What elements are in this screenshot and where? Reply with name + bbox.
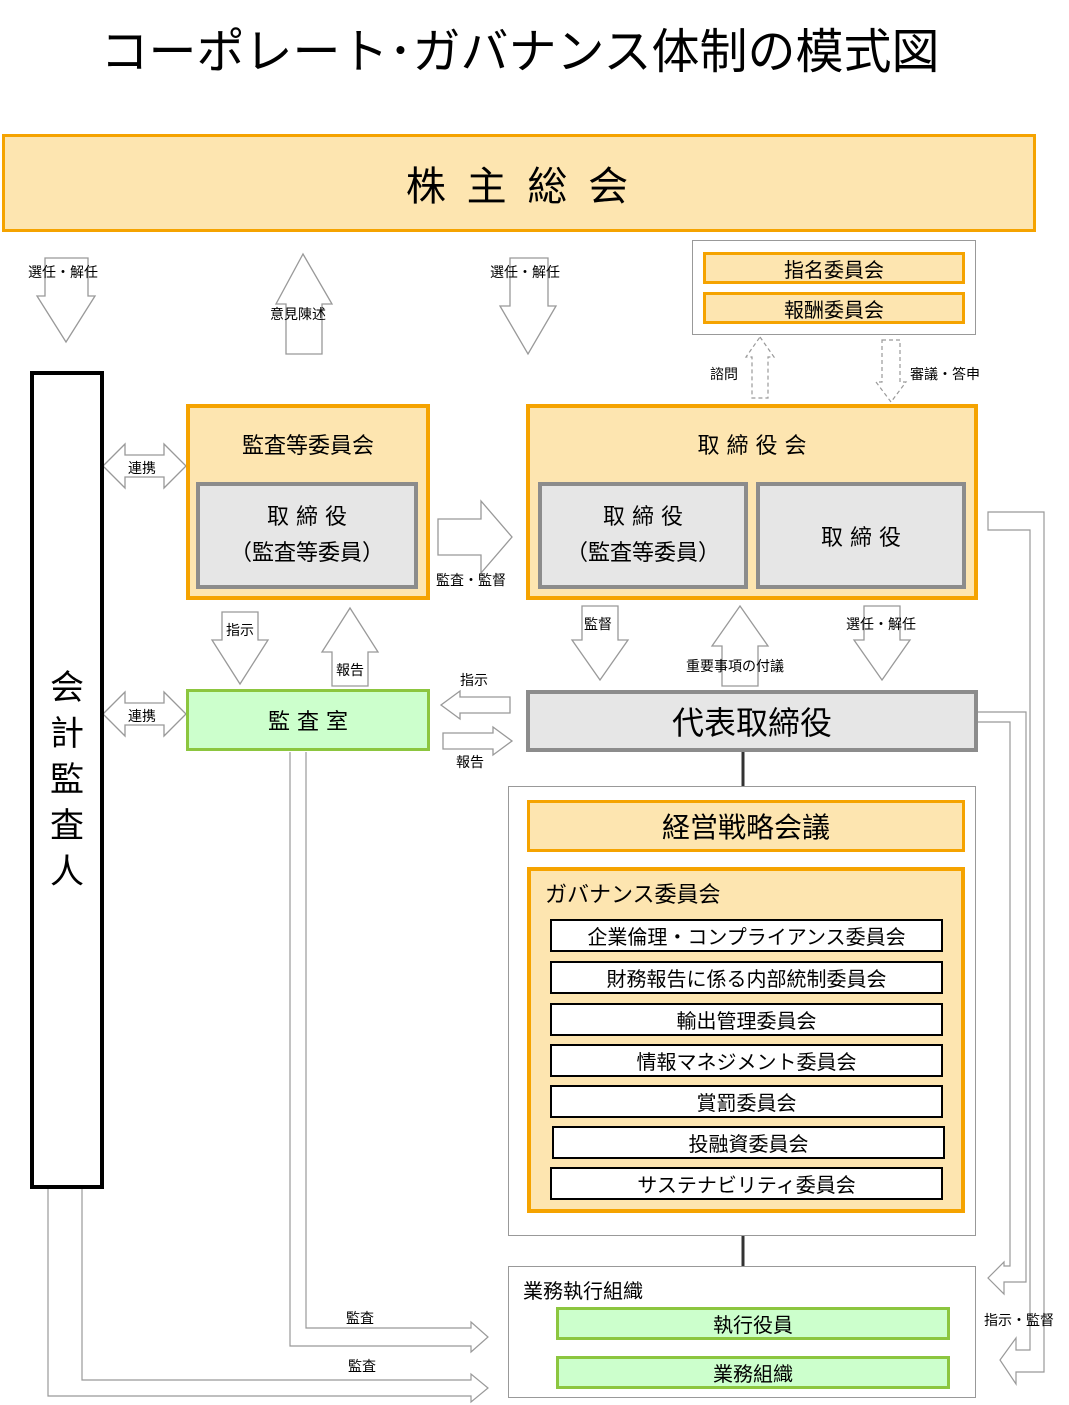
governance-title: ガバナンス委員会	[545, 883, 721, 908]
audit-committee-title: 監査等委員会	[241, 434, 374, 459]
label-elect-mid: 選任・解任	[490, 265, 560, 281]
board-member-audit: 取 締 役 （監査等委員）	[538, 482, 748, 589]
nomination-label: 指名委員会	[784, 257, 884, 282]
label-instruct-supervise: 指示・監督	[984, 1313, 1054, 1329]
arrow-elect-right	[852, 605, 912, 682]
gov-item-internal-control-label: 財務報告に係る内部統制委員会	[606, 967, 887, 991]
label-important-matters: 重要事項の付議	[686, 659, 784, 675]
gov-item-rewards-label: 賞罰委員会	[696, 1091, 797, 1115]
label-instruct-2: 指示	[460, 673, 488, 689]
execution-title: 業務執行組織	[523, 1279, 643, 1303]
label-report-2: 報告	[456, 755, 484, 771]
shareholders-meeting: 株 主 総 会	[2, 134, 1036, 232]
label-elect-left: 選任・解任	[28, 265, 98, 281]
business-organization-label: 業務組織	[713, 1362, 793, 1386]
page-title: コーポレート･ガバナンス体制の模式図	[100, 24, 940, 80]
arrow-important-matters	[710, 604, 770, 687]
board-member-a-line1: 取 締 役	[603, 504, 683, 530]
label-elect-right: 選任・解任	[846, 617, 916, 633]
board-member: 取 締 役	[756, 482, 966, 589]
executive-officers: 執行役員	[556, 1307, 950, 1340]
shareholders-label: 株 主 総 会	[405, 164, 633, 210]
label-report-1: 報告	[336, 663, 364, 679]
label-opinion: 意見陳述	[270, 307, 326, 323]
gov-item-information: 情報マネジメント委員会	[550, 1044, 943, 1077]
gov-item-investment-label: 投融資委員会	[688, 1132, 809, 1156]
gov-item-sustainability: サステナビリティ委員会	[550, 1167, 943, 1200]
arrow-report-2	[442, 725, 514, 757]
arrow-audit-1	[289, 752, 489, 1354]
gov-item-internal-control: 財務報告に係る内部統制委員会	[550, 961, 943, 994]
label-audit-2: 監査	[348, 1359, 376, 1375]
auditor-char-3: 監	[50, 760, 84, 800]
label-coop-1: 連携	[128, 461, 156, 477]
auditor-char-2: 計	[50, 714, 84, 754]
board-title: 取 締 役 会	[697, 434, 807, 459]
arrow-elect-left	[35, 257, 97, 344]
ceo-label: 代表取締役	[671, 704, 832, 742]
arrow-instruct-2	[439, 689, 511, 721]
arrow-audit-supervise	[437, 499, 513, 575]
arrow-audit-2	[47, 1188, 489, 1404]
label-coop-2: 連携	[128, 709, 156, 725]
label-audit-supervise: 監査・監督	[436, 573, 506, 589]
gov-item-export-label: 輸出管理委員会	[676, 1009, 817, 1033]
label-consult: 諮問	[710, 367, 738, 383]
auditor-char-1: 会	[50, 668, 84, 708]
arrow-instruct-supervise-2	[987, 511, 1045, 1386]
arrow-instruct-1	[210, 611, 270, 686]
board-member-a-line2: （監査等委員）	[565, 540, 720, 566]
auditor-char-5: 人	[50, 852, 84, 892]
label-report-answer: 審議・答申	[910, 367, 980, 383]
audit-member-line2: （監査等委員）	[229, 540, 384, 566]
external-auditor: 会 計 監 査 人	[30, 371, 104, 1189]
representative-director: 代表取締役	[526, 690, 978, 752]
gov-item-investment: 投融資委員会	[552, 1126, 945, 1159]
arrow-instruct-supervise-1	[978, 711, 1027, 1296]
strategy-label: 経営戦略会議	[661, 811, 830, 844]
remuneration-committee: 報酬委員会	[703, 292, 965, 324]
audit-committee-member: 取 締 役 （監査等委員）	[196, 482, 418, 589]
gov-item-rewards: 賞罰委員会	[550, 1085, 943, 1118]
arrow-report-1	[320, 606, 380, 687]
remuneration-label: 報酬委員会	[784, 297, 884, 322]
arrow-elect-mid	[498, 257, 558, 356]
business-organization: 業務組織	[556, 1356, 950, 1389]
gov-item-information-label: 情報マネジメント委員会	[636, 1050, 857, 1074]
auditor-char-4: 査	[50, 806, 84, 846]
gov-item-compliance: 企業倫理・コンプライアンス委員会	[550, 919, 943, 952]
audit-office-label: 監 査 室	[268, 710, 348, 735]
executive-officers-label: 執行役員	[713, 1313, 793, 1337]
board-member-b-label: 取 締 役	[821, 525, 901, 551]
nomination-committee: 指名委員会	[703, 252, 965, 284]
arrow-opinion	[274, 252, 334, 355]
gov-item-sustainability-label: サステナビリティ委員会	[637, 1173, 856, 1197]
gov-item-compliance-label: 企業倫理・コンプライアンス委員会	[587, 925, 906, 949]
arrow-supervise	[570, 605, 630, 682]
audit-member-line1: 取 締 役	[267, 504, 347, 530]
label-instruct-1: 指示	[226, 623, 254, 639]
arrow-consult	[744, 335, 776, 399]
label-supervise: 監督	[584, 617, 612, 633]
audit-office: 監 査 室	[186, 689, 430, 751]
label-audit-1: 監査	[346, 1311, 374, 1327]
arrow-report-answer	[874, 339, 908, 403]
strategy-meeting: 経営戦略会議	[527, 800, 965, 852]
gov-item-export: 輸出管理委員会	[550, 1003, 943, 1036]
